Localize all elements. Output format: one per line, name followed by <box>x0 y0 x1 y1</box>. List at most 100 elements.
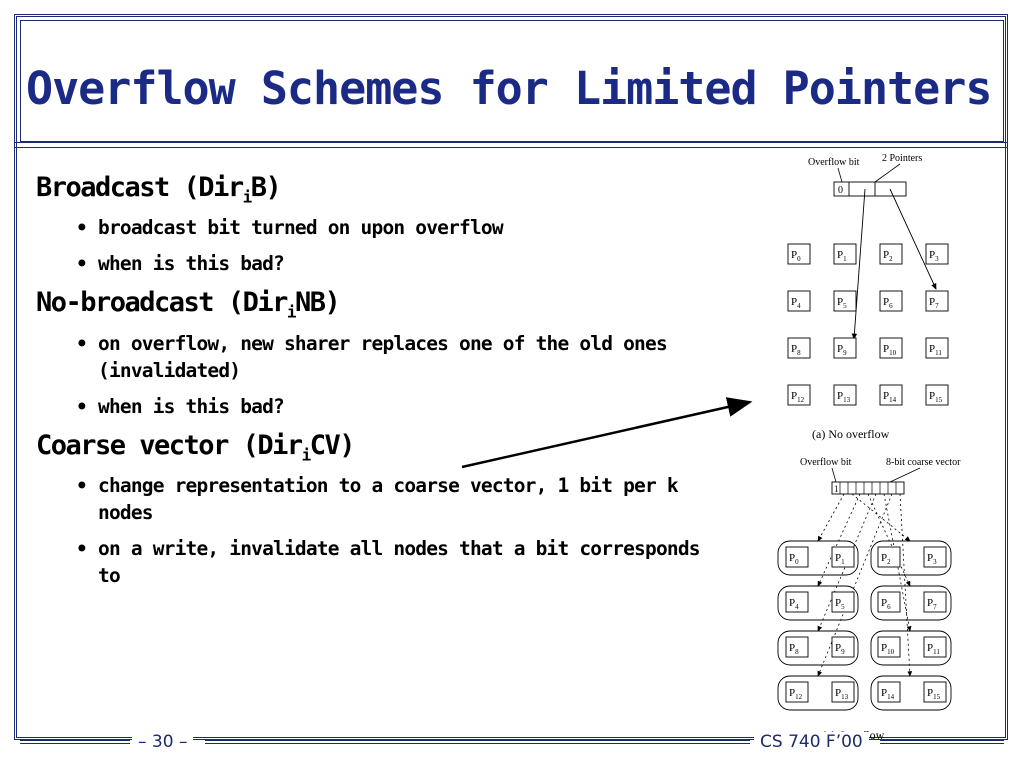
processor-node <box>877 546 901 568</box>
footer-rule <box>205 740 750 744</box>
processor-node <box>925 337 949 359</box>
processor-node <box>785 636 809 658</box>
processor-label: P9 <box>835 642 845 656</box>
processor-node <box>787 243 811 265</box>
processor-label: P3 <box>929 249 939 263</box>
label-leader <box>837 167 843 183</box>
list-item-text: change representation to a coarse vector… <box>98 474 679 525</box>
title-box <box>20 20 1004 142</box>
footer-rule <box>880 740 1004 744</box>
pointer-line <box>889 188 937 290</box>
processor-label: P7 <box>929 296 939 310</box>
label-leader <box>874 163 901 183</box>
overflow-bit-label: Overflow bit <box>800 457 852 468</box>
processor-node <box>923 546 947 568</box>
coarse-pointer-line <box>867 493 911 587</box>
processor-label: P8 <box>791 343 801 357</box>
coarse-vector-pointers <box>817 493 913 677</box>
processor-node <box>925 384 949 406</box>
processor-label: P3 <box>927 552 937 566</box>
page-title: Overflow Schemes for Limited Pointers <box>26 62 992 115</box>
list-item-text: when is this bad? <box>98 252 285 276</box>
list-item: • broadcast bit turned on upon overflow <box>36 214 716 241</box>
processor-node <box>925 290 949 312</box>
caption-no-overflow: (a) No overflow <box>812 427 890 441</box>
overflow-bit-value: 0 <box>838 185 843 196</box>
list-item: • on a write, invalidate all nodes that a… <box>36 535 716 589</box>
coarse-pointer-line <box>851 493 911 542</box>
title-separator <box>14 142 1008 148</box>
processor-label: P9 <box>837 343 847 357</box>
node-pair-group <box>777 675 859 711</box>
processor-node <box>785 681 809 703</box>
processor-node <box>879 337 903 359</box>
section-heading-text: Coarse vector (Dir <box>36 429 303 461</box>
list-item-text: when is this bad? <box>98 394 285 418</box>
processor-node <box>831 636 855 658</box>
processor-node <box>833 384 857 406</box>
processor-label: P5 <box>837 296 847 310</box>
coarse-vector-box <box>831 481 905 495</box>
processor-label: P2 <box>883 249 893 263</box>
section-heading-broadcast: Broadcast (DiriB) <box>36 172 716 206</box>
label-leader <box>831 467 837 483</box>
pointers-label: 2 Pointers <box>882 153 922 164</box>
section-heading-tail: NB) <box>294 287 341 319</box>
bullet-list: • change representation to a coarse vecto… <box>36 472 716 589</box>
slide-frame <box>14 14 1008 740</box>
processor-node <box>923 681 947 703</box>
processor-node <box>879 243 903 265</box>
bullet-icon: • <box>76 252 88 276</box>
processor-label: P5 <box>835 597 845 611</box>
processor-node <box>923 636 947 658</box>
processor-node <box>923 591 947 613</box>
section-heading-subscript: i <box>301 445 312 465</box>
processor-node <box>879 384 903 406</box>
section-heading-no-broadcast: No-broadcast (DiriNB) <box>36 287 716 321</box>
processor-node <box>785 546 809 568</box>
slide-content: Broadcast (DiriB) • broadcast bit turned … <box>36 172 716 599</box>
pointer-line <box>851 188 866 340</box>
course-label: CS 740 F’00 <box>754 732 869 752</box>
coarse-pointer-line <box>883 493 912 632</box>
processor-node <box>879 290 903 312</box>
bullet-icon: • <box>76 216 88 240</box>
processor-node <box>787 384 811 406</box>
directory-entry <box>833 181 907 197</box>
processor-node <box>925 243 949 265</box>
processor-node <box>833 337 857 359</box>
bullet-list: • broadcast bit turned on upon overflow •… <box>36 214 716 277</box>
overflow-bit-value: 1 <box>834 484 839 494</box>
processor-node <box>831 591 855 613</box>
list-item-text: broadcast bit turned on upon overflow <box>98 216 504 240</box>
coarse-pointer-line <box>817 493 861 587</box>
section-heading-text: No-broadcast (Dir <box>36 287 288 319</box>
node-pair-group <box>777 540 859 576</box>
coarse-pointer-line <box>817 493 845 542</box>
processor-node <box>785 591 809 613</box>
list-item: • when is this bad? <box>36 250 716 277</box>
processor-node <box>877 591 901 613</box>
list-item-text: on a write, invalidate all nodes that a … <box>98 537 701 588</box>
bullet-list: •on overflow, new sharer replaces one of… <box>36 330 716 420</box>
footer-rule <box>20 740 130 744</box>
processor-label: P8 <box>789 642 799 656</box>
label-leader <box>889 467 921 483</box>
processor-label: P4 <box>791 296 801 310</box>
bullet-icon: • <box>76 537 88 561</box>
processor-node <box>831 681 855 703</box>
processor-label: P6 <box>883 296 893 310</box>
coarse-vector-label: 8-bit coarse vector <box>886 457 961 468</box>
node-pair-group <box>777 585 859 621</box>
processor-label: P1 <box>837 249 847 263</box>
processor-label: P0 <box>789 552 799 566</box>
section-heading-subscript: i <box>242 187 253 207</box>
coarse-pointer-line <box>899 493 913 677</box>
node-pair-group <box>870 540 952 576</box>
processor-node <box>833 290 857 312</box>
processor-node <box>833 243 857 265</box>
node-pair-group <box>870 675 952 711</box>
